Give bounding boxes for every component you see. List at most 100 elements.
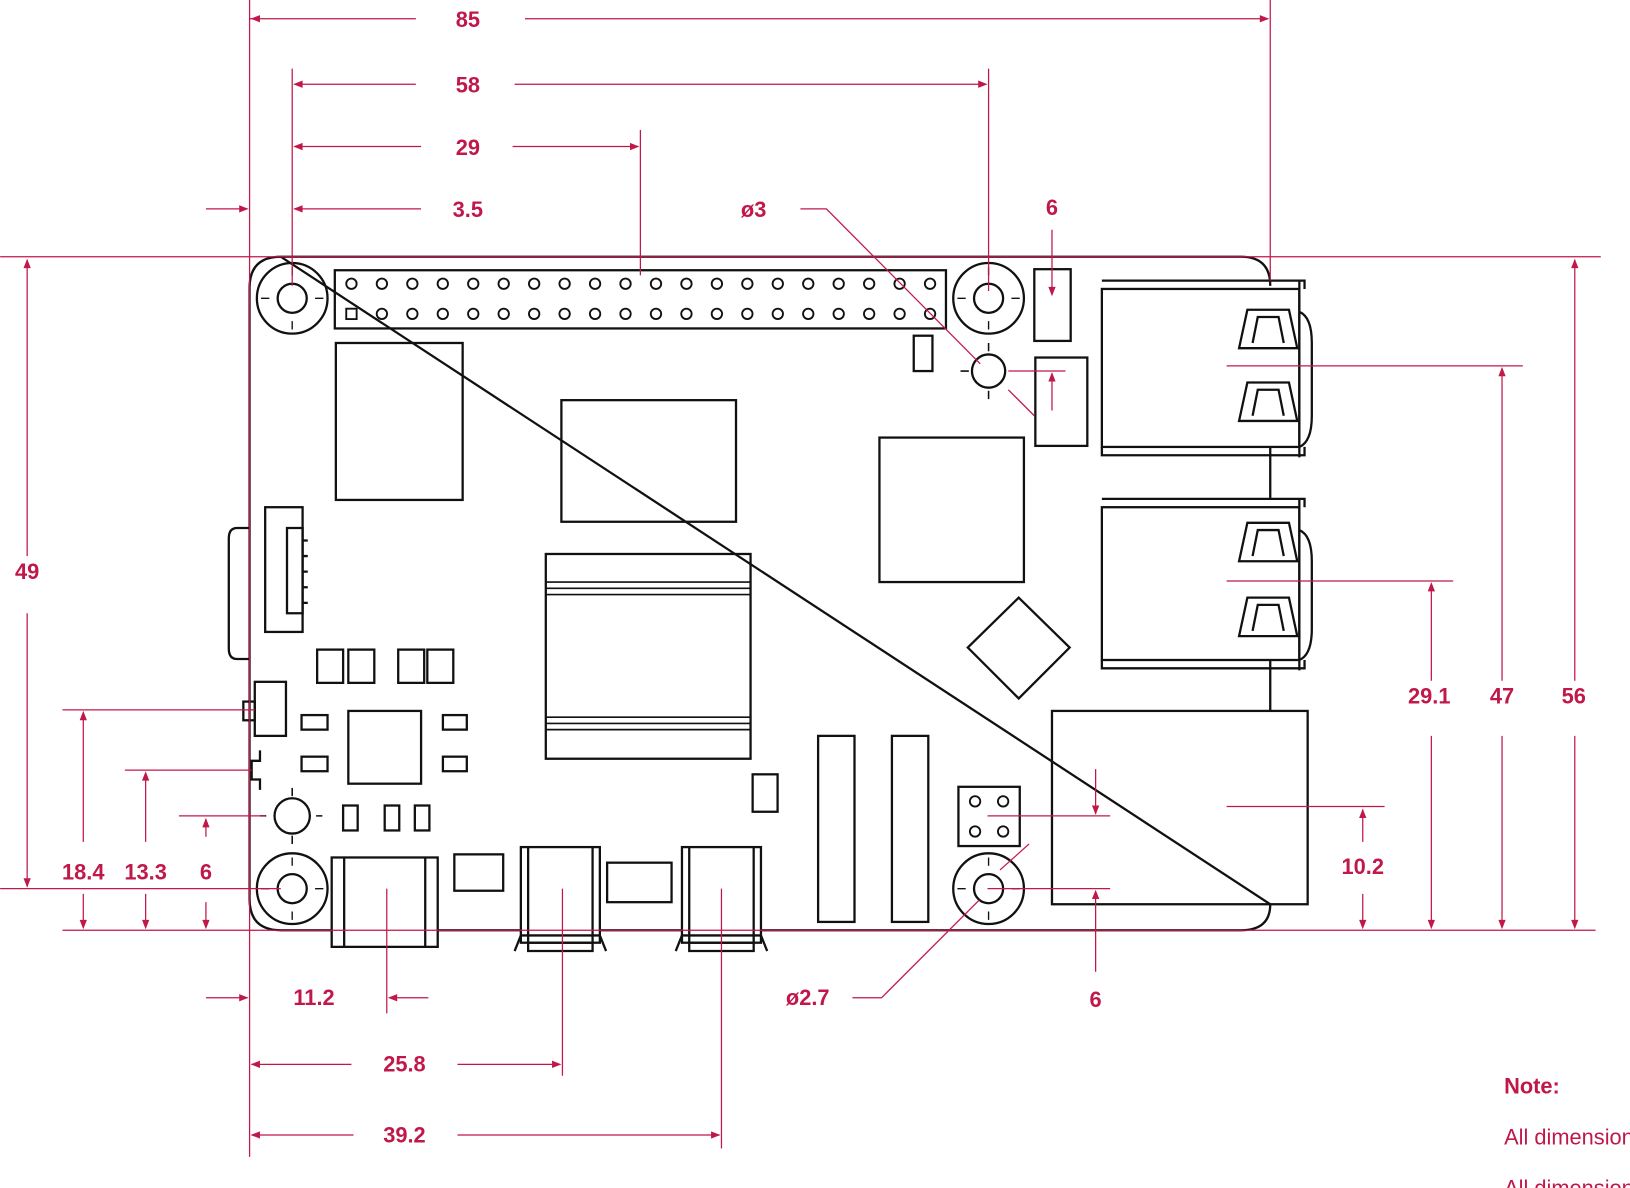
dimension-arrow [629, 142, 640, 151]
mount-hole-crosshair [261, 857, 324, 920]
gpio-pin [375, 307, 389, 321]
dimension-arrow [202, 919, 210, 930]
gpio-pin [923, 277, 937, 290]
dimension-arrow [293, 80, 303, 88]
note-line-2: All dimensions are approximate [1504, 1175, 1630, 1188]
gpio-pin [863, 307, 876, 321]
dimension-arrow [1259, 15, 1270, 23]
pad [300, 755, 329, 773]
chip [751, 773, 779, 813]
gpio-pin [802, 277, 815, 290]
pad [441, 713, 468, 731]
cap [397, 648, 426, 685]
wireless-module [334, 341, 464, 502]
gpio-pin [497, 277, 510, 290]
dimension-arrow [1359, 808, 1367, 818]
note-line-1: All dimensions in mm [1504, 1124, 1630, 1149]
mount-holes [255, 261, 1026, 926]
gpio-pin [588, 277, 602, 290]
led-nub [250, 750, 262, 790]
dim-hole-diameter-2-7: ø2.7 [786, 985, 830, 1010]
gpio-pin [863, 277, 876, 290]
dim-18-4: 18.4 [62, 859, 105, 884]
gpio-pin [802, 307, 815, 321]
gpio-pin [345, 277, 358, 290]
led-crosshair [259, 787, 323, 844]
gpio-header [333, 269, 948, 330]
mount-hole-inner [276, 282, 308, 314]
cap [426, 648, 455, 685]
dimension-arrow [250, 1131, 260, 1139]
usb-controller [878, 436, 1026, 584]
dimension-arrow [79, 710, 87, 721]
dimension-arrow [1571, 919, 1579, 930]
small-component [912, 334, 934, 373]
resistor [341, 804, 359, 832]
gpio-pin [741, 277, 754, 290]
dimension-arrow [1427, 582, 1435, 592]
dimension-arrow [1091, 805, 1100, 815]
gpio-pin [375, 277, 389, 290]
led [273, 797, 312, 835]
dimension-arrow [293, 205, 303, 213]
gpio-pin [893, 307, 906, 321]
camera-connector [816, 734, 856, 924]
gpio-pin-1 [345, 307, 358, 321]
dimension-arrow [142, 919, 150, 930]
dim-56: 56 [1562, 684, 1586, 709]
dimension-arrow [23, 258, 31, 269]
usb-port-upper [1100, 279, 1313, 458]
reference-hole-crosshair [960, 342, 990, 400]
dim-39-2: 39.2 [383, 1122, 425, 1147]
dimension-arrow [552, 1060, 562, 1068]
gpio-pin [710, 307, 724, 321]
gpio-pin [771, 277, 784, 290]
cap [315, 648, 345, 685]
dim-hole-diameter-3: ø3 [741, 197, 766, 222]
gpio-pin [680, 277, 693, 290]
gpio-pin [619, 277, 632, 290]
usb-port-lower [1100, 497, 1313, 671]
dim-25-8: 25.8 [383, 1052, 425, 1077]
gpio-pin [710, 277, 724, 290]
dimension-lines [0, 0, 1601, 1157]
dim-85: 85 [456, 7, 480, 32]
dimension-arrow [978, 80, 988, 88]
dimension-arrow [1498, 366, 1506, 377]
audio-connector [890, 734, 930, 924]
gpio-pin [436, 277, 449, 290]
note-heading: Note: [1504, 1073, 1560, 1098]
dimension-arrow [1091, 889, 1100, 900]
poe-connector-b [1034, 356, 1089, 448]
gpio-pin [528, 307, 541, 321]
reference-hole [970, 353, 1007, 389]
gpio-pin [771, 307, 784, 321]
gpio-pin [832, 277, 845, 290]
gpio-pins [345, 277, 937, 321]
gpio-pin [406, 277, 419, 290]
gpio-pin [406, 307, 419, 321]
dim-29-1: 29.1 [1408, 684, 1450, 709]
resistor [413, 804, 431, 832]
dimension-arrow [250, 1060, 260, 1068]
chip [605, 861, 673, 904]
dimension-arrow [1498, 919, 1506, 930]
gpio-pin [619, 307, 632, 321]
dimension-arrow [202, 817, 210, 828]
pad [441, 755, 468, 773]
dim-29: 29 [456, 135, 480, 160]
gpio-pin [680, 307, 693, 321]
dimension-arrow [387, 994, 398, 1002]
dim-6-left: 6 [200, 859, 212, 884]
ethernet-phy [966, 596, 1072, 701]
dimension-arrow [1048, 372, 1056, 382]
mount-hole-inner [276, 872, 308, 905]
gpio-pin [649, 307, 663, 321]
chip [453, 853, 505, 892]
dim-6-bottom: 6 [1090, 987, 1102, 1012]
dimension-arrow [711, 1131, 721, 1139]
dimension-arrow [23, 878, 31, 888]
soc-heatspreader [544, 552, 752, 760]
pmic-chip [347, 709, 423, 785]
